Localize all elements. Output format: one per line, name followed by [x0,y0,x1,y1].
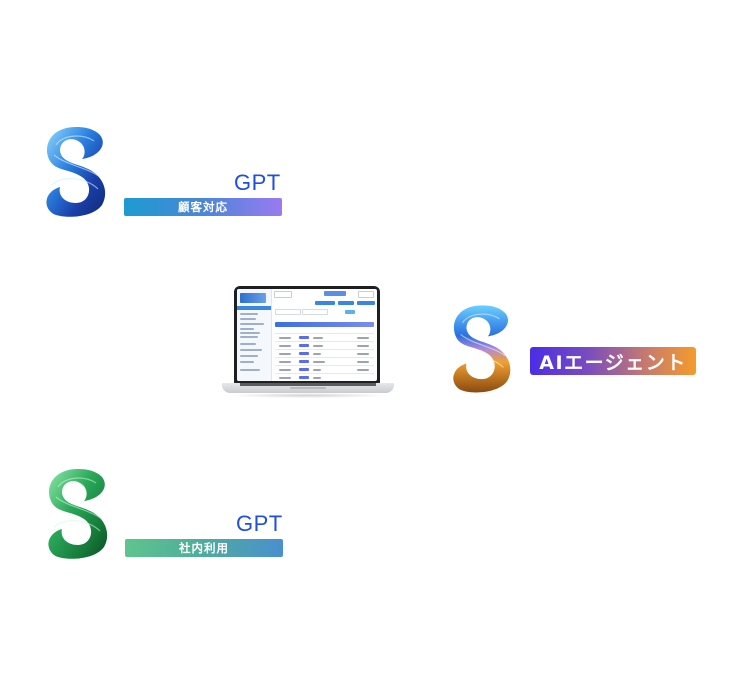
laptop-lid [234,286,380,384]
sidebar-line [240,323,264,325]
table-tag [299,360,309,363]
table-tag [299,352,309,355]
use-case-badge: AIエージェント [530,347,696,375]
table-cell [313,353,321,355]
swirl-logo-blue-icon [46,127,106,217]
screen-topbar [272,291,377,298]
sidebar-active-item [237,306,271,310]
table-cell [357,345,369,347]
table-row [275,341,374,342]
laptop-thumb-notch [290,387,326,389]
screen-button [357,301,375,305]
sidebar-line [240,349,262,351]
screen-user-menu [358,291,374,298]
table-cell [279,353,291,355]
sidebar-line [240,343,256,345]
table-row [275,373,374,374]
screen-sidebar [237,289,272,381]
table-cell [313,361,325,363]
table-tag [299,344,309,347]
laptop-notch [294,286,314,289]
sidebar-line [240,369,260,371]
sidebar-line [240,332,260,334]
sidebar-line [240,313,258,315]
table-tag [299,368,309,371]
screen-logo [240,293,266,303]
table-cell [357,353,369,355]
table-row [275,333,374,334]
table-cell [279,369,291,371]
table-cell [313,369,321,371]
laptop-shadow [228,393,388,398]
table-cell [279,337,291,339]
screen-button [338,301,354,305]
use-case-badge: 顧客対応 [124,198,282,216]
use-case-badge: 社内利用 [125,539,283,557]
table-cell [313,377,321,379]
screen-filter-field [275,309,301,315]
sidebar-line [240,336,258,338]
swirl-logo-blue-gold-icon [453,305,511,393]
table-cell [357,361,369,363]
table-cell [279,377,291,379]
product-name: GPT [234,170,281,195]
product-name: GPT [236,511,283,536]
sidebar-line [240,361,254,363]
table-tag [299,336,309,339]
table-cell [279,361,291,363]
table-row [275,365,374,366]
table-cell [357,369,369,371]
screen-search [324,291,346,296]
sidebar-line [240,355,258,357]
table-row [275,357,374,358]
sidebar-line [240,328,254,330]
table-cell [279,345,291,347]
screen-table-header [275,322,374,327]
screen-select [274,291,292,298]
table-row [275,349,374,350]
table-cell [313,345,323,347]
laptop-keyboard-edge [240,383,376,386]
screen-filter-field [302,309,328,315]
laptop-icon [222,286,394,402]
swirl-logo-green-icon [48,469,108,559]
laptop-screen [237,289,377,381]
table-cell [313,337,323,339]
screen-search-button [345,310,355,314]
table-tag [299,376,309,379]
screen-button [315,301,335,305]
sidebar-line [240,318,256,320]
table-cell [357,337,369,339]
